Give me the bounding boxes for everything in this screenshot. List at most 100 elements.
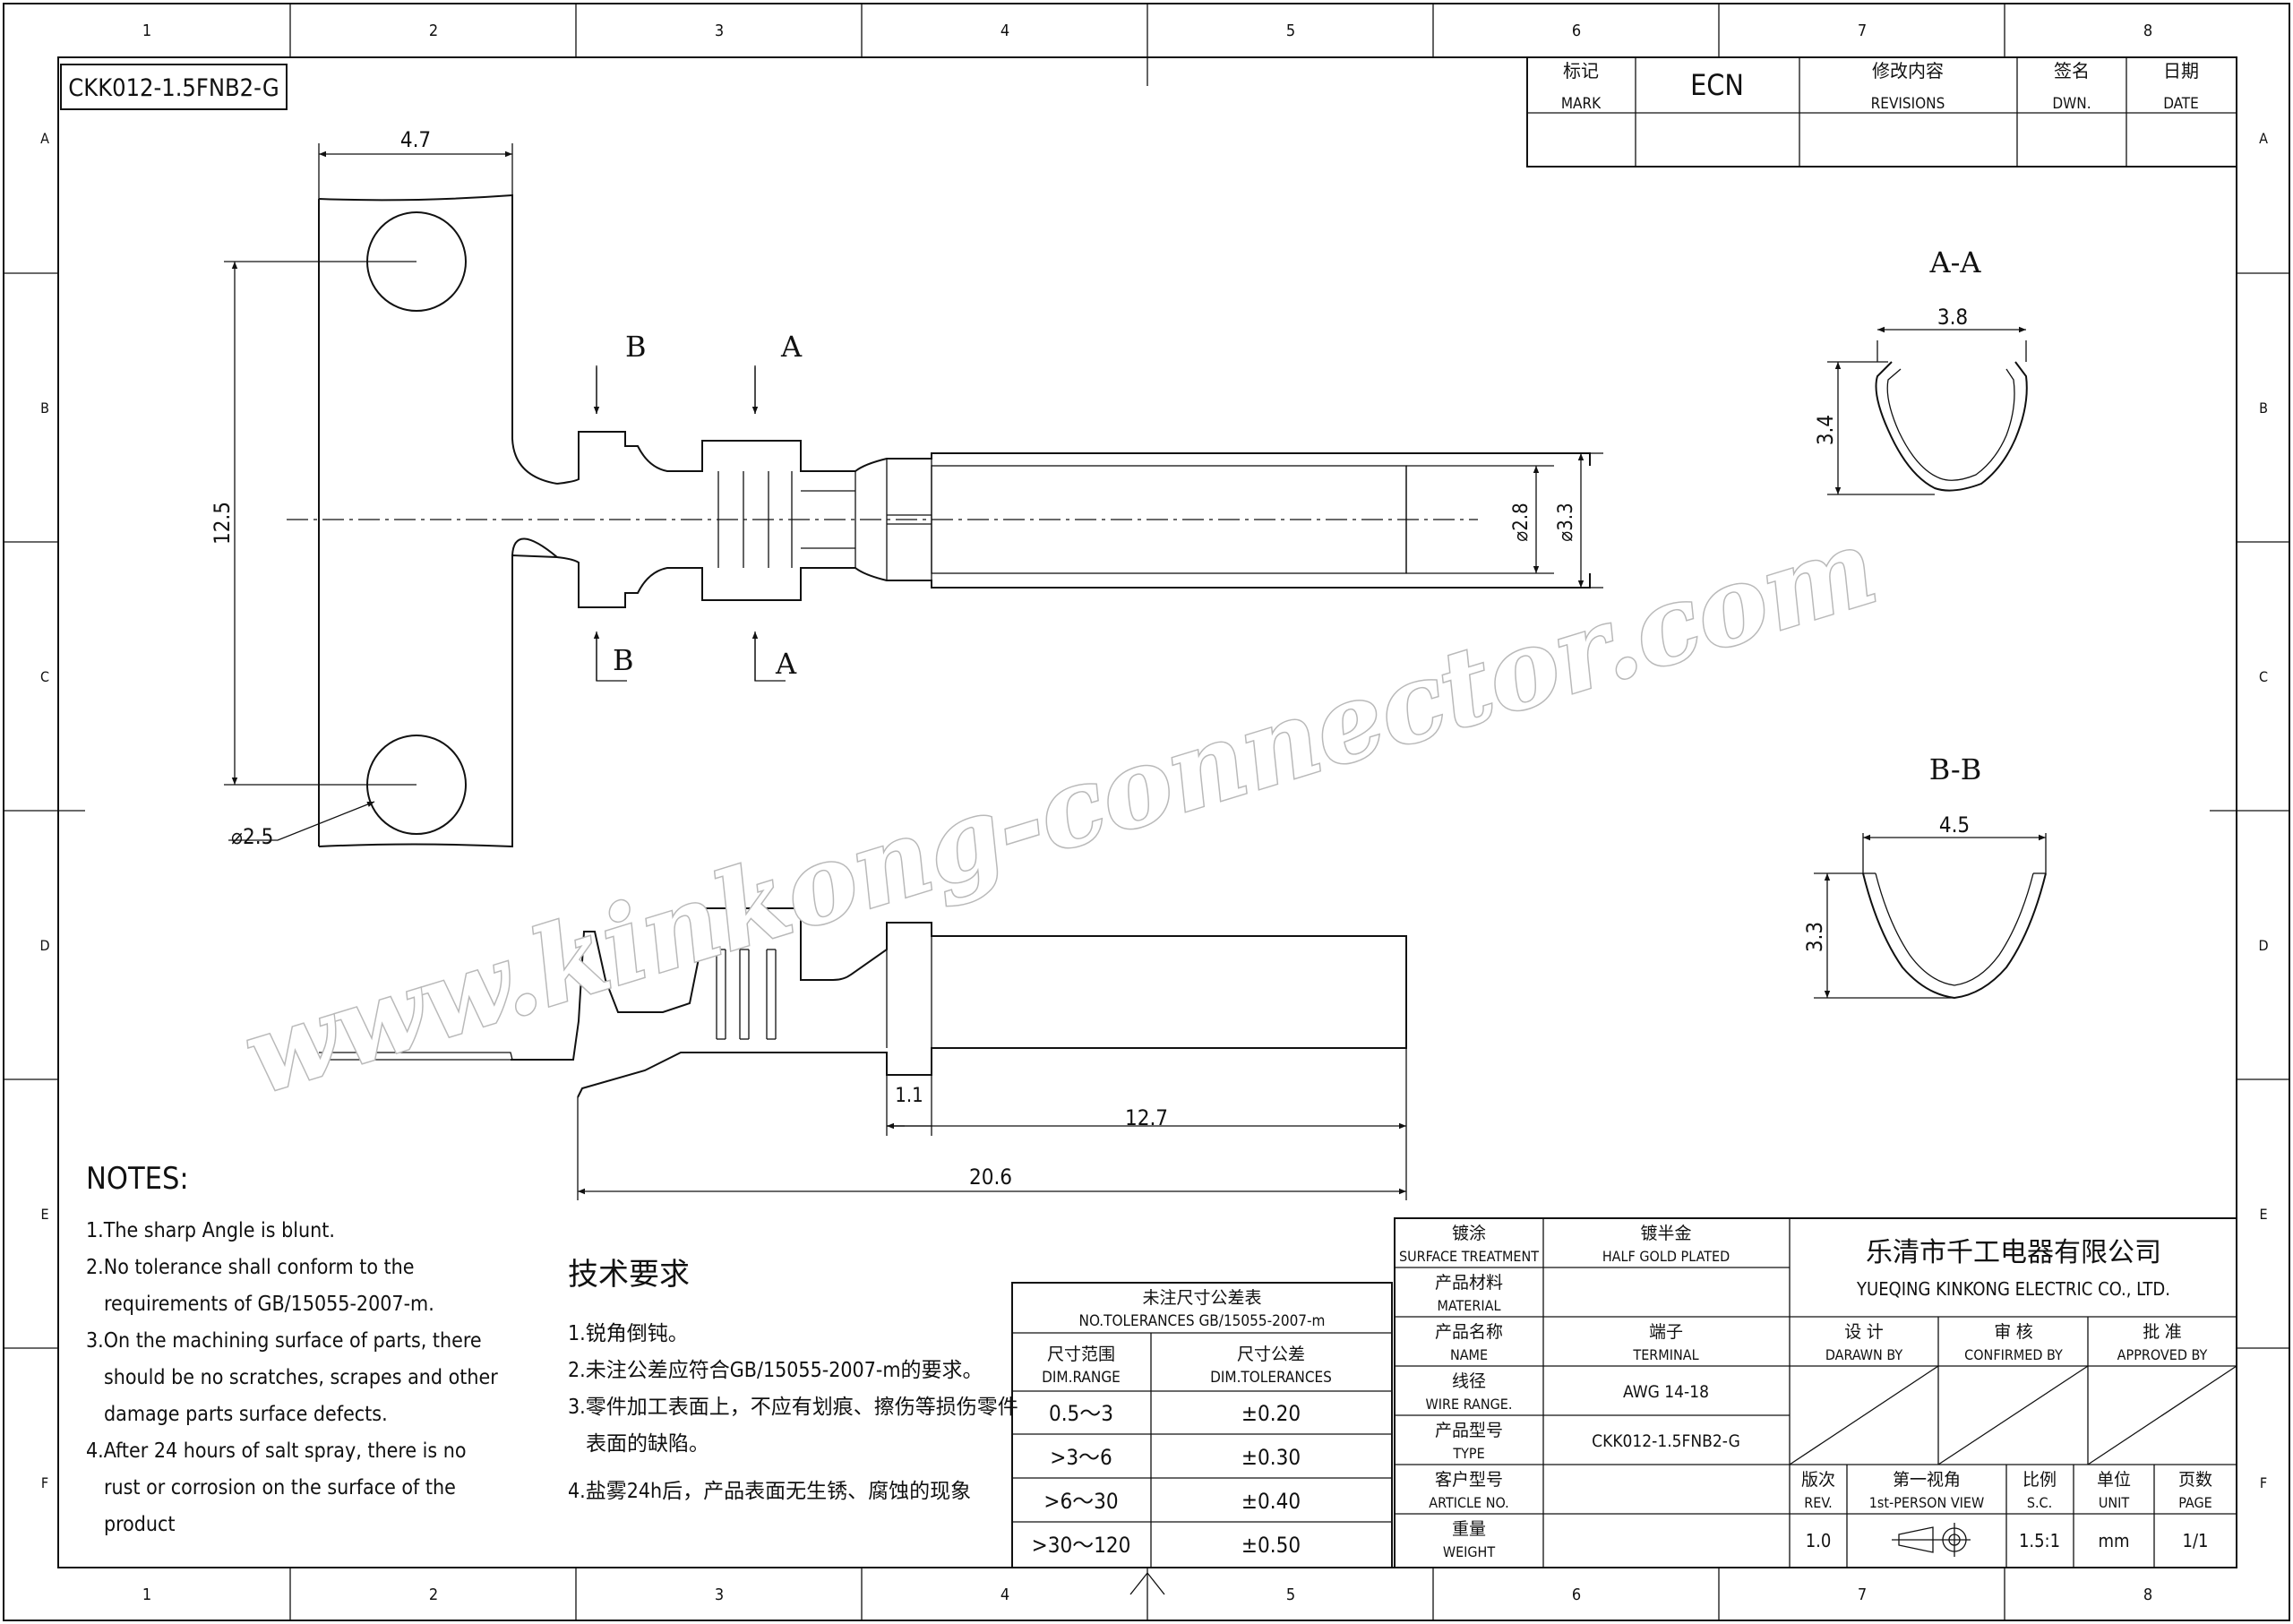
section-bb: B-B 4.5 3.3: [1802, 752, 2047, 1000]
dim-shoulder: 1.1: [895, 1085, 923, 1107]
rev-mark-en: MARK: [1561, 95, 1602, 113]
tb-type-en: TYPE: [1452, 1445, 1484, 1462]
zone-col-3: 3: [715, 21, 724, 40]
tb-wire-cn: 线径: [1452, 1371, 1486, 1391]
rev-mark-cn: 标记: [1563, 60, 1599, 82]
tol-row-4-range: >30～120: [1032, 1533, 1131, 1558]
tb-surface-val-en: HALF GOLD PLATED: [1602, 1248, 1730, 1265]
rev-dwn-en: DWN.: [2052, 95, 2091, 113]
tol-row-3-range: >6～30: [1043, 1489, 1118, 1514]
zone-col-5-bottom: 5: [1286, 1585, 1295, 1604]
section-aa-height: 3.4: [1813, 415, 1838, 445]
notes-en-title: NOTES:: [86, 1161, 189, 1197]
section-bb-height: 3.3: [1802, 922, 1827, 952]
zone-row-e: E: [40, 1206, 48, 1223]
tb-scale-val: 1.5:1: [2019, 1530, 2060, 1551]
tb-rev-cn: 版次: [1801, 1470, 1835, 1490]
terminal-side-view: 1.1 12.7 20.6: [319, 907, 1407, 1200]
tb-surface-val-cn: 镀半金: [1640, 1224, 1691, 1243]
tol-row-1-range: 0.5～3: [1049, 1401, 1113, 1426]
zone-col-5: 5: [1286, 21, 1295, 40]
tb-name-val-cn: 端子: [1649, 1322, 1683, 1342]
zone-row-d: D: [39, 937, 49, 954]
notes-cn-line-5: 4.盐雾24h后，产品表面无生锈、腐蚀的现象: [568, 1480, 971, 1503]
tb-approved-cn: 批 准: [2143, 1322, 2181, 1342]
zone-col-3-bottom: 3: [715, 1585, 724, 1604]
zone-col-4-bottom: 4: [1001, 1585, 1009, 1604]
dim-overall-length: 20.6: [969, 1164, 1012, 1190]
tb-name-cn: 产品名称: [1435, 1322, 1503, 1342]
projection-symbol-icon: [1892, 1523, 1971, 1557]
zone-row-c-right: C: [2259, 668, 2268, 685]
tb-type-cn: 产品型号: [1435, 1421, 1503, 1440]
tb-page-cn: 页数: [2178, 1470, 2212, 1490]
tb-rev-en: REV.: [1804, 1494, 1832, 1511]
tb-weight-cn: 重量: [1452, 1519, 1486, 1539]
zone-col-4: 4: [1001, 21, 1009, 40]
tb-drawn-cn: 设 计: [1844, 1322, 1883, 1342]
notes-en-line-5: should be no scratches, scrapes and othe…: [104, 1366, 498, 1389]
tb-name-en: NAME: [1450, 1346, 1488, 1363]
rev-date-en: DATE: [2163, 95, 2199, 113]
tb-weight-en: WEIGHT: [1443, 1543, 1496, 1560]
notes-en-line-8: rust or corrosion on the surface of the: [104, 1476, 456, 1499]
section-aa-width: 3.8: [1937, 305, 1968, 330]
tol-tol-en: DIM.TOLERANCES: [1210, 1369, 1332, 1387]
zone-row-c: C: [40, 668, 49, 685]
tb-company-en: YUEQING KINKONG ELECTRIC CO., LTD.: [1856, 1278, 2170, 1300]
dim-top-width: 4.7: [400, 127, 431, 152]
section-aa-title: A-A: [1928, 245, 1981, 279]
zone-col-6: 6: [1572, 21, 1581, 40]
tol-row-2-tol: ±0.30: [1241, 1445, 1301, 1470]
dim-barrel-length: 12.7: [1125, 1105, 1168, 1130]
tb-surface-en: SURFACE TREATMENT: [1399, 1248, 1539, 1265]
zone-col-1: 1: [142, 21, 151, 40]
tb-unit-cn: 单位: [2097, 1470, 2131, 1490]
part-number-box: CKK012-1.5FNB2-G: [60, 64, 288, 110]
notes-cn-title: 技术要求: [568, 1257, 690, 1293]
dim-bore-inner: ⌀2.8: [1510, 503, 1533, 541]
tol-range-en: DIM.RANGE: [1042, 1369, 1121, 1387]
tb-view-cn: 第一视角: [1893, 1470, 1961, 1490]
zone-col-8-bottom: 8: [2143, 1585, 2152, 1604]
tb-page-en: PAGE: [2178, 1494, 2211, 1511]
rev-dwn-cn: 签名: [2054, 60, 2090, 82]
tolerance-table: 未注尺寸公差表 NO.TOLERANCES GB/15055-2007-m 尺寸…: [1011, 1282, 1393, 1568]
tol-title-cn: 未注尺寸公差表: [1142, 1288, 1261, 1308]
part-number-label: CKK012-1.5FNB2-G: [68, 74, 279, 102]
notes-en-line-3: requirements of GB/15055-2007-m.: [104, 1293, 434, 1316]
dim-bore-outer: ⌀3.3: [1555, 503, 1577, 541]
tb-article-cn: 客户型号: [1435, 1470, 1503, 1490]
zone-col-2: 2: [429, 21, 438, 40]
zone-col-7-bottom: 7: [1858, 1585, 1867, 1604]
zone-row-b-right: B: [2259, 400, 2268, 417]
tb-name-val-en: TERMINAL: [1632, 1346, 1698, 1363]
tb-unit-en: UNIT: [2099, 1494, 2130, 1511]
tb-scale-cn: 比例: [2022, 1470, 2057, 1490]
tb-wire-val: AWG 14-18: [1623, 1382, 1709, 1402]
tb-material-cn: 产品材料: [1435, 1273, 1503, 1293]
rev-content-cn: 修改内容: [1872, 60, 1944, 82]
notes-chinese: 技术要求 1.锐角倒钝。 2.未注公差应符合GB/15055-2007-m的要求…: [568, 1257, 1018, 1503]
notes-cn-line-3: 3.零件加工表面上，不应有划痕、擦伤等损伤零件: [568, 1396, 1018, 1419]
tb-unit-val: mm: [2098, 1530, 2129, 1551]
zone-col-1-bottom: 1: [142, 1585, 151, 1604]
tb-surface-cn: 镀涂: [1452, 1224, 1486, 1243]
section-bb-title: B-B: [1929, 752, 1981, 786]
tol-row-4-tol: ±0.50: [1241, 1533, 1301, 1558]
zone-col-7: 7: [1858, 21, 1867, 40]
tol-row-1-tol: ±0.20: [1241, 1401, 1301, 1426]
notes-cn-line-1: 1.锐角倒钝。: [568, 1322, 689, 1345]
tol-range-cn: 尺寸范围: [1047, 1345, 1115, 1364]
dim-vertical-pitch: 12.5: [210, 502, 235, 545]
tol-title-en: NO.TOLERANCES GB/15055-2007-m: [1079, 1312, 1326, 1330]
zone-col-2-bottom: 2: [429, 1585, 438, 1604]
notes-cn-line-4: 表面的缺陷。: [586, 1432, 709, 1456]
section-marker-a-bottom: A: [775, 647, 797, 681]
zone-row-f: F: [41, 1474, 48, 1491]
section-aa: A-A 3.8 3.4: [1813, 245, 2028, 495]
tb-confirmed-en: CONFIRMED BY: [1964, 1346, 2063, 1363]
tb-approved-en: APPROVED BY: [2117, 1346, 2208, 1363]
dim-hole-dia: ⌀2.5: [231, 824, 273, 849]
